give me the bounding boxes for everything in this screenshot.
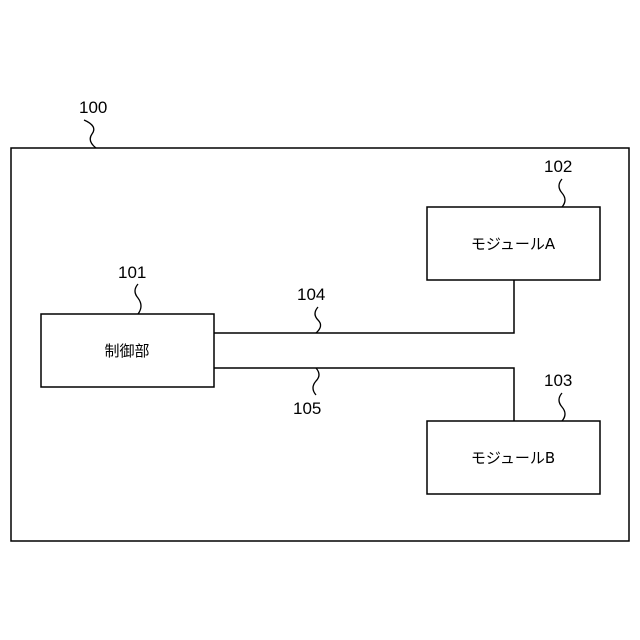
system-ref-leader bbox=[84, 120, 96, 148]
module-b-ref-label: 103 bbox=[544, 371, 572, 390]
line-b-ref-label: 105 bbox=[293, 399, 321, 418]
module-a-ref-label: 102 bbox=[544, 157, 572, 176]
system-ref-label: 100 bbox=[79, 98, 107, 117]
controller-label: 制御部 bbox=[104, 342, 149, 360]
controller-ref-label: 101 bbox=[118, 263, 146, 282]
module-a-label: モジュールA bbox=[471, 235, 556, 253]
module-b-label: モジュールB bbox=[471, 449, 555, 467]
line-a-ref-label: 104 bbox=[297, 285, 325, 304]
